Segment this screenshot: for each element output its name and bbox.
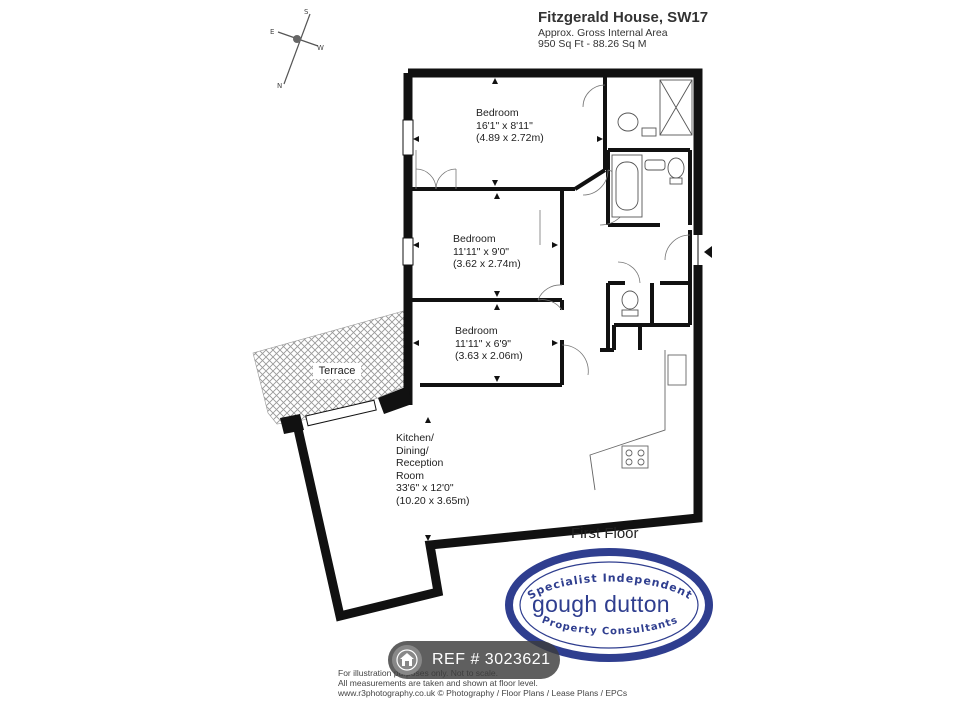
area-value: 950 Sq Ft - 88.26 Sq M	[538, 38, 647, 50]
room-terrace: Terrace	[313, 363, 361, 379]
room-bedroom-1: Bedroom 16'1" x 8'11" (4.89 x 2.72m)	[476, 107, 544, 145]
sliding-door	[305, 399, 377, 427]
room-imperial: 11'11" x 6'9"	[455, 337, 512, 350]
hob-icon	[621, 445, 649, 469]
interior-walls	[408, 73, 692, 387]
toilet-icon	[667, 157, 685, 179]
sink-icon	[644, 159, 666, 171]
wall-block	[378, 386, 412, 414]
compass-n: N	[277, 82, 282, 90]
area-label: Approx. Gross Internal Area	[538, 27, 668, 39]
footer-measurements: All measurements are taken and shown at …	[338, 678, 538, 688]
entrance-arrow-icon	[704, 246, 712, 258]
door-swings	[415, 84, 691, 376]
home-icon	[392, 645, 422, 675]
room-line: Kitchen/	[396, 432, 434, 444]
wall-block	[280, 414, 304, 434]
plan-title: Fitzgerald House, SW17	[538, 9, 709, 26]
compass-s: S	[304, 8, 309, 16]
toilet-icon	[621, 290, 639, 310]
room-imperial: 33'6" x 12'0"	[396, 482, 454, 494]
compass-e: E	[270, 28, 274, 36]
floor-label: First Floor	[571, 525, 639, 542]
room-metric: (3.62 x 2.74m)	[453, 258, 521, 270]
sink-icon	[641, 127, 657, 137]
logo-bottom-text: Property Consultants	[540, 615, 680, 637]
room-imperial: 11'11" x 9'0"	[453, 245, 510, 258]
room-line: Room	[396, 469, 425, 482]
reference-text: REF # 3023621	[432, 651, 551, 668]
room-name: Bedroom	[453, 233, 496, 245]
exterior-walls	[291, 68, 703, 622]
room-line: Reception	[396, 457, 444, 469]
room-kitchen: Kitchen/ Dining/ Reception Room 33'6" x …	[396, 432, 470, 507]
room-line: Dining/	[396, 444, 429, 457]
room-bedroom-2: Bedroom 11'11" x 9'0" (3.62 x 2.74m)	[453, 233, 521, 271]
room-metric: (10.20 x 3.65m)	[396, 494, 470, 507]
footer-credit: www.r3photography.co.uk © Photography / …	[338, 688, 628, 698]
window	[402, 237, 414, 266]
room-metric: (4.89 x 2.72m)	[476, 132, 544, 144]
dimension-markers	[413, 78, 603, 541]
room-name: Bedroom	[476, 107, 519, 119]
toilet-icon	[617, 112, 639, 132]
room-bedroom-3: Bedroom 11'11" x 6'9" (3.63 x 2.06m)	[455, 325, 523, 363]
compass-icon: S E W N	[270, 8, 324, 90]
logo-brand-name: gough dutton	[532, 591, 670, 617]
kitchen-sink-icon	[667, 354, 687, 386]
reference-watermark: REF # 3023621	[388, 641, 560, 679]
window	[402, 119, 414, 156]
room-imperial: 16'1" x 8'11"	[476, 119, 533, 132]
bathroom-fixtures	[611, 79, 693, 317]
compass-w: W	[317, 44, 324, 52]
kitchen-fittings	[589, 350, 687, 491]
room-name: Bedroom	[455, 325, 498, 337]
room-metric: (3.63 x 2.06m)	[455, 350, 523, 362]
